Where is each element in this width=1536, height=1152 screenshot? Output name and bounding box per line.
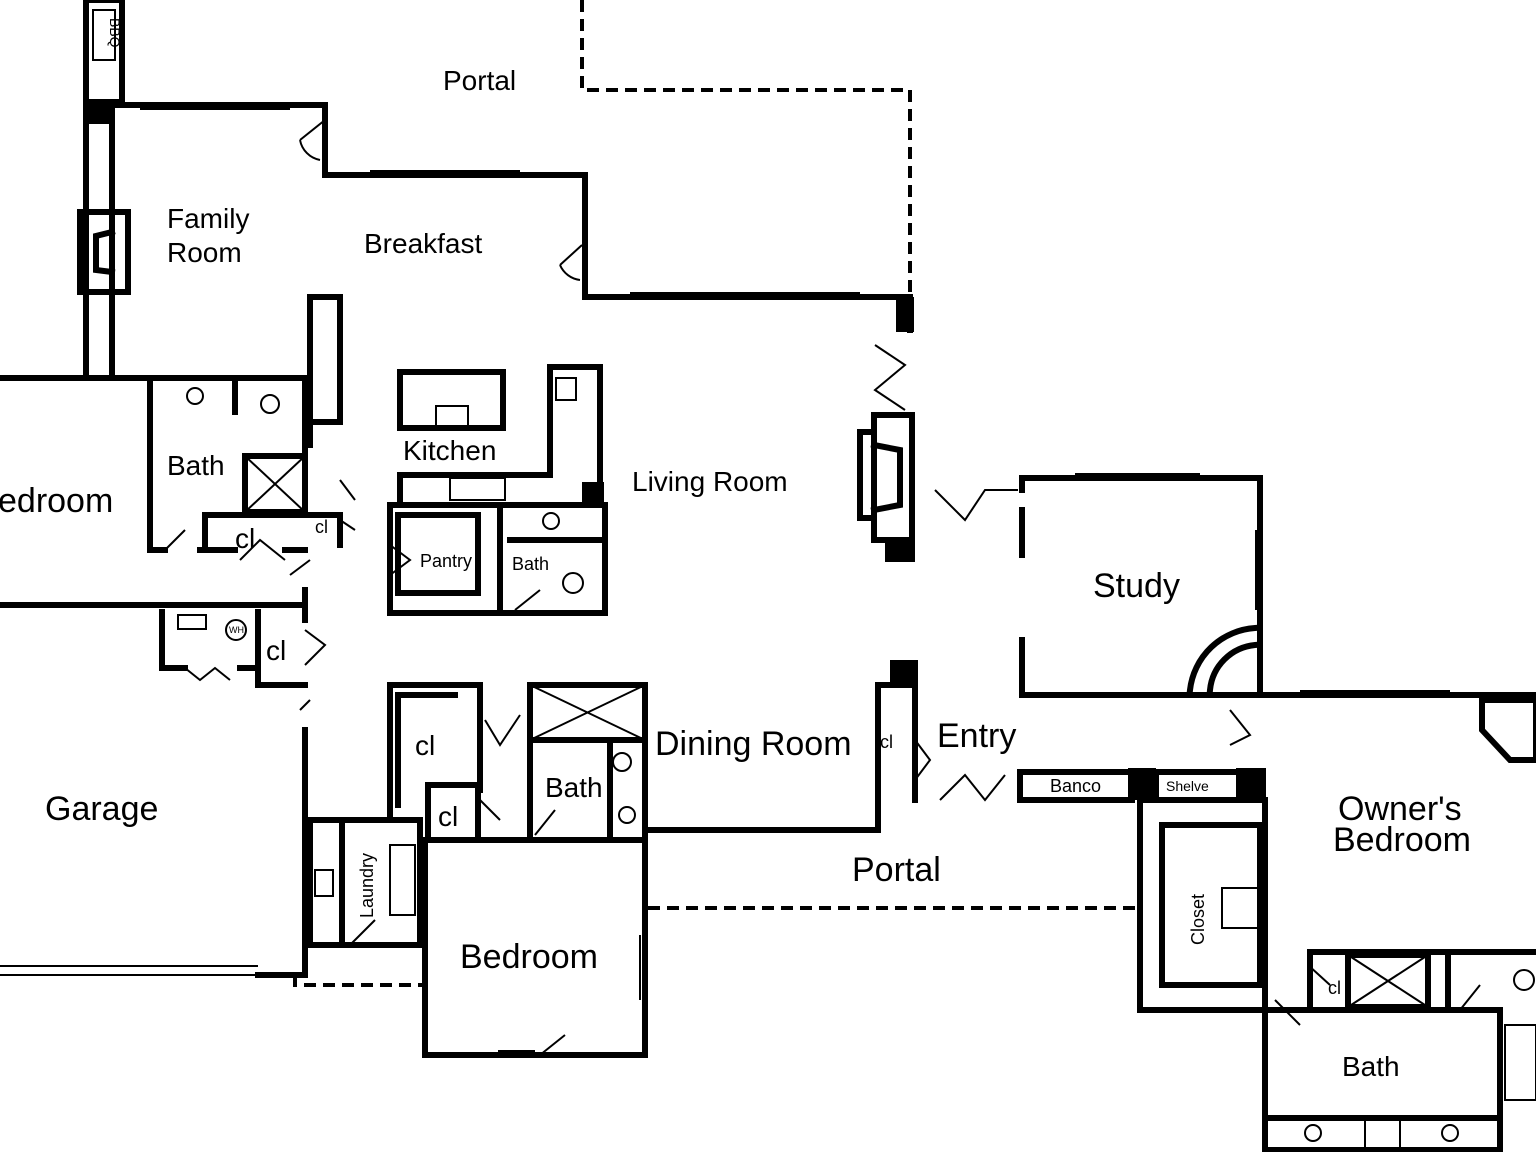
label-kitchen: Kitchen: [403, 435, 496, 466]
label-cl-4: cl: [415, 730, 435, 761]
label-bath-west: Bath: [167, 450, 225, 481]
label-bath-center: Bath: [545, 772, 603, 803]
label-owners-bedroom-2: Bedroom: [1333, 821, 1471, 859]
door-swings: [164, 119, 1535, 1142]
label-pantry: Pantry: [420, 551, 472, 571]
label-shelve: Shelve: [1166, 778, 1209, 794]
label-portal-north: Portal: [443, 65, 516, 96]
label-family-room-2: Room: [167, 237, 242, 268]
label-bbq: BBQ: [107, 18, 123, 48]
label-family-room-1: Family: [167, 203, 249, 234]
portal-north-outline: [580, 0, 912, 297]
label-cl-1: cl: [235, 523, 255, 554]
label-banco: Banco: [1050, 776, 1101, 796]
label-cl-7: cl: [1328, 978, 1341, 998]
label-entry: Entry: [937, 717, 1016, 755]
label-living-room: Living Room: [632, 466, 788, 497]
label-cl-2: cl: [315, 517, 328, 537]
label-study: Study: [1093, 567, 1180, 605]
label-cl-5: cl: [438, 801, 458, 832]
label-portal-south: Portal: [852, 851, 941, 889]
room-labels: BBQ Portal Family Room Breakfast Kitchen…: [0, 18, 1471, 1082]
label-bath-kitchen: Bath: [512, 554, 549, 574]
label-bedroom-west: edroom: [0, 482, 113, 520]
label-cl-3: cl: [266, 635, 286, 666]
label-breakfast: Breakfast: [364, 228, 482, 259]
label-cl-6: cl: [880, 732, 893, 752]
label-laundry: Laundry: [357, 853, 377, 918]
label-closet: Closet: [1188, 894, 1208, 945]
label-bedroom-south: Bedroom: [460, 938, 598, 976]
label-bath-owner: Bath: [1342, 1051, 1400, 1082]
label-owners-bedroom-1: Owner's: [1338, 790, 1462, 828]
label-dining-room: Dining Room: [655, 725, 852, 763]
label-garage: Garage: [45, 790, 158, 828]
garage-portal-outline: [293, 975, 425, 987]
label-water-heater: WH: [229, 625, 244, 635]
